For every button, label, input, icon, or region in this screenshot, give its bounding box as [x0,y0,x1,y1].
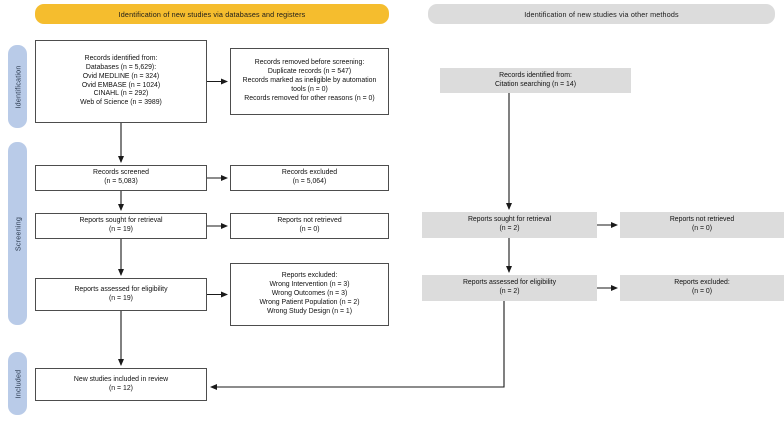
text-line: Wrong Outcomes (n = 3) [271,290,348,298]
node-reports-assessed-for-eligibility: Reports assessed for eligibility (n = 19… [35,278,207,311]
text-line: (n = 2) [499,225,520,232]
text-line: CINAHL (n = 292) [93,90,149,98]
node-records-screened: Records screened (n = 5,083) [35,165,207,191]
node-other-reports-excluded: Reports excluded: (n = 0) [620,275,784,301]
node-records-identified-databases: Records identified from: Databases (n = … [35,40,207,123]
text-line: New studies included in review [73,375,169,383]
text-line: Reports assessed for eligibility [462,279,557,287]
text-line: Web of Science (n = 3989) [80,99,162,107]
text-line: (n = 5,064) [292,178,327,185]
text-line: Wrong Intervention (n = 3) [269,281,350,289]
text-line: Wrong Study Design (n = 1) [266,307,353,315]
stage-label-identification: Identification [13,64,22,109]
text-line: (n = 19) [109,226,133,233]
text-line: Reports assessed for eligibility [74,285,168,293]
text-line: (n = 2) [499,288,520,295]
text-line: Reports not retrieved [669,216,735,224]
text-line: tools (n = 0) [291,85,328,93]
text-line: Records removed for other reasons (n = 0… [244,94,375,102]
stage-label-included: Included [13,369,22,398]
node-other-reports-assessed-for-eligibility: Reports assessed for eligibility (n = 2) [422,275,597,301]
text-line: Records identified from: [84,54,158,62]
text-line: Duplicate records (n = 547) [267,68,352,76]
node-records-excluded: Records excluded (n = 5,064) [230,165,389,191]
text-line: Records excluded [281,169,338,177]
node-reports-excluded-reasons: Reports excluded: Wrong Intervention (n … [230,263,389,326]
node-reports-not-retrieved: Reports not retrieved (n = 0) [230,213,389,239]
stage-label-screening: Screening [13,216,22,251]
text-line: Ovid EMBASE (n = 1024) [81,81,161,89]
node-other-reports-not-retrieved: Reports not retrieved (n = 0) [620,212,784,238]
text-line: Reports not retrieved [277,217,342,225]
text-line: Reports excluded: [674,279,730,287]
text-line: Reports excluded: [281,272,338,280]
text-line: Reports sought for retrieval [467,216,552,224]
text-line: Ovid MEDLINE (n = 324) [82,72,160,80]
stage-pill-identification: Identification [8,45,27,128]
text-line: Records screened [93,169,149,177]
stage-pill-screening: Screening [8,142,27,325]
stage-pill-included: Included [8,352,27,415]
node-records-removed-before-screening: Records removed before screening: Duplic… [230,48,389,115]
text-line: Reports sought for retrieval [79,217,163,225]
text-line: Citation searching (n = 14) [494,80,576,88]
text-line: Records removed before screening: [254,59,365,67]
text-line: (n = 0) [691,288,713,295]
text-line: Records marked as ineligible by automati… [242,77,377,85]
text-line: (n = 5,083) [104,178,138,185]
node-records-identified-citation-searching: Records identified from: Citation search… [440,68,631,93]
banner-databases-registers: Identification of new studies via databa… [35,4,389,24]
text-line: Records identified from: [499,71,572,79]
text-line: (n = 19) [109,294,133,302]
text-line: Wrong Patient Population (n = 2) [259,298,360,306]
banner-other-methods: Identification of new studies via other … [428,4,775,24]
node-reports-sought-for-retrieval: Reports sought for retrieval (n = 19) [35,213,207,239]
text-line: Databases (n = 5,629): [85,63,157,71]
node-new-studies-included-in-review: New studies included in review (n = 12) [35,368,207,401]
text-line: (n = 12) [109,384,133,392]
text-line: (n = 0) [691,225,713,232]
text-line: (n = 0) [299,226,320,233]
node-other-reports-sought-for-retrieval: Reports sought for retrieval (n = 2) [422,212,597,238]
